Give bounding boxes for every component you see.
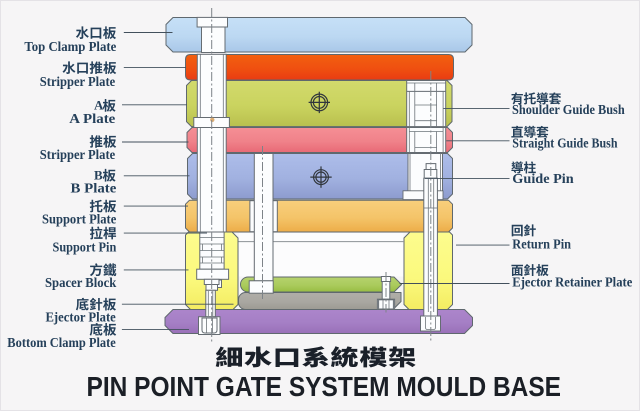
svg-text:A Plate: A Plate bbox=[69, 111, 115, 126]
svg-text:Return Pin: Return Pin bbox=[512, 236, 571, 251]
svg-text:Stripper Plate: Stripper Plate bbox=[40, 147, 115, 162]
svg-text:A: A bbox=[94, 98, 104, 113]
svg-text:Stripper Plate: Stripper Plate bbox=[40, 74, 115, 89]
svg-text:Top Clamp Plate: Top Clamp Plate bbox=[24, 39, 116, 54]
svg-text:PIN POINT GATE SYSTEM MOULD BA: PIN POINT GATE SYSTEM MOULD BASE bbox=[87, 371, 562, 402]
svg-text:Support Pin: Support Pin bbox=[53, 240, 117, 255]
svg-text:B Plate: B Plate bbox=[71, 181, 117, 196]
svg-text:Ejector Retainer Plate: Ejector Retainer Plate bbox=[512, 274, 632, 289]
svg-text:B: B bbox=[94, 167, 103, 182]
svg-text:Straight Guide Bush: Straight Guide Bush bbox=[512, 136, 618, 151]
svg-text:Support Plate: Support Plate bbox=[42, 211, 116, 226]
svg-text:Shoulder Guide Bush: Shoulder Guide Bush bbox=[512, 102, 625, 117]
svg-text:Ejector Plate: Ejector Plate bbox=[46, 309, 116, 324]
svg-text:Bottom Clamp Plate: Bottom Clamp Plate bbox=[7, 335, 116, 350]
svg-text:Guide Pin: Guide Pin bbox=[512, 171, 574, 186]
svg-text:Spacer Block: Spacer Block bbox=[45, 275, 117, 290]
